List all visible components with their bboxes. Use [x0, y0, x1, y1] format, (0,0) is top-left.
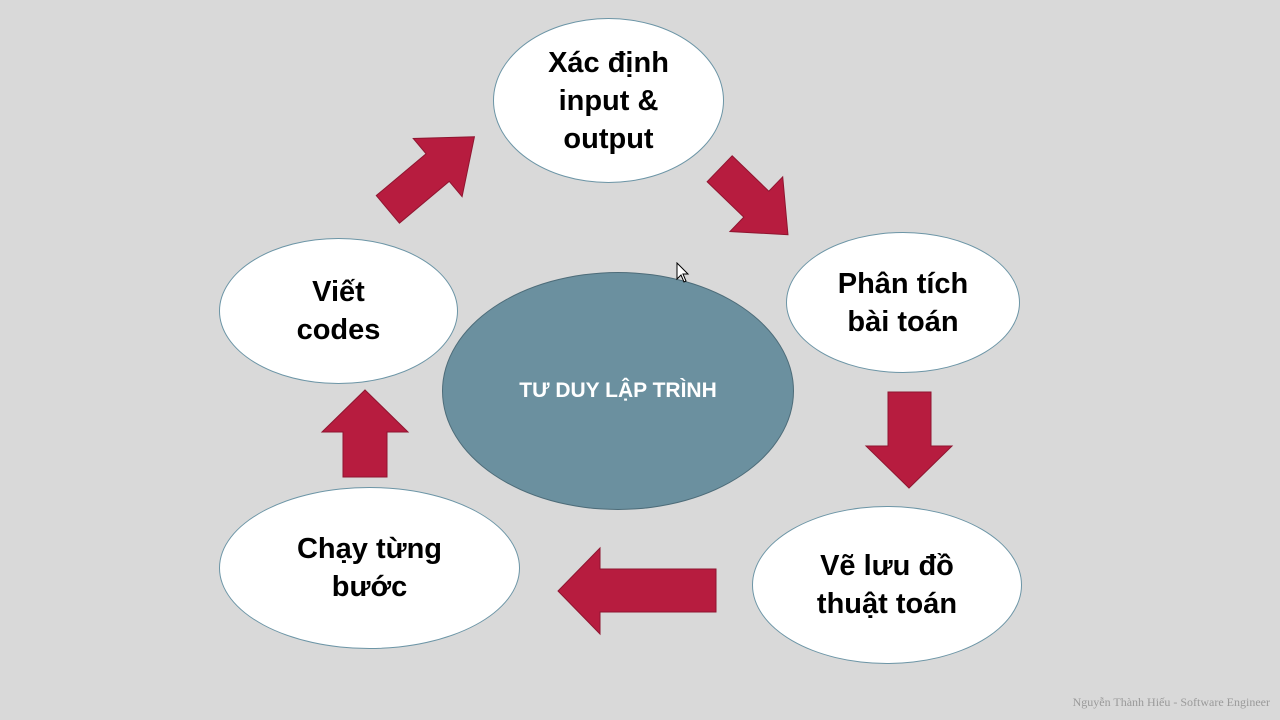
- mouse-pointer-icon: [676, 262, 690, 283]
- arrow-flowchart-to-steprun: [557, 546, 717, 636]
- center-label: TƯ DUY LẬP TRÌNH: [519, 379, 717, 402]
- arrow-group: [320, 136, 954, 636]
- arrow-steprun-to-write: [320, 389, 410, 478]
- center-ellipse: TƯ DUY LẬP TRÌNH: [442, 272, 794, 510]
- author-watermark: Nguyễn Thành Hiếu - Software Engineer: [1072, 695, 1270, 709]
- node-draw-flowchart: Vẽ lưu đồ thuật toán: [752, 506, 1022, 664]
- node-label: Viết codes: [296, 276, 381, 346]
- node-label: Chạy từng bước: [296, 533, 443, 603]
- node-label: Phân tích bài toán: [837, 267, 969, 338]
- node-analyze-problem: Phân tích bài toán: [786, 232, 1020, 373]
- node-label: Vẽ lưu đồ thuật toán: [816, 550, 958, 620]
- node-run-step-by-step: Chạy từng bước: [219, 487, 520, 649]
- arrow-write-to-define: [375, 136, 476, 224]
- node-label: Xác định input & output: [548, 46, 669, 155]
- arrow-analyze-to-flowchart: [864, 391, 954, 489]
- node-define-input-output: Xác định input & output: [493, 18, 724, 183]
- node-write-codes: Viết codes: [219, 238, 458, 384]
- arrow-define-to-analyze: [706, 155, 789, 236]
